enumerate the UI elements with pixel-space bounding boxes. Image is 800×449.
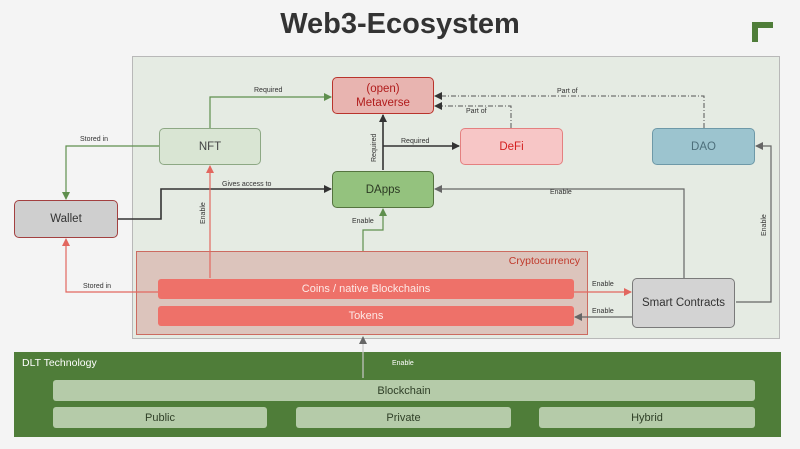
smart-contracts-node: Smart Contracts — [632, 278, 735, 328]
label-part-of-dao: Part of — [557, 88, 578, 95]
cryptocurrency-label: Cryptocurrency — [508, 255, 580, 267]
dlt-technology-label: DLT Technology — [22, 357, 97, 369]
metaverse-line1: (open) — [366, 82, 400, 95]
edge-smart-dapps — [434, 185, 685, 278]
label-enable-crypto-dapps: Enable — [352, 218, 374, 225]
edge-wallet-dapps — [118, 185, 332, 220]
edge-dao-metaverse — [434, 92, 705, 128]
hybrid-blockchain-bar: Hybrid — [539, 407, 755, 428]
label-stored-in-coins: Stored in — [83, 283, 112, 290]
private-blockchain-bar: Private — [296, 407, 511, 428]
wallet-node: Wallet — [14, 200, 118, 238]
label-enable-coins-nft: Enable — [200, 202, 207, 224]
label-enable-smart-tokens: Enable — [592, 308, 614, 315]
defi-node: DeFi — [460, 128, 563, 165]
label-required-defi: Required — [401, 138, 430, 145]
edge-crypto-dapps — [362, 208, 387, 251]
label-stored-in-nft: Stored in — [80, 136, 109, 143]
edge-smart-dao — [736, 142, 772, 303]
edge-nft-wallet — [62, 145, 159, 200]
dao-node: DAO — [652, 128, 755, 165]
metaverse-node: (open) Metaverse — [332, 77, 434, 114]
label-gives-access-to: Gives access to — [222, 181, 272, 188]
tokens-bar: Tokens — [158, 306, 574, 326]
dapps-node: DApps — [332, 171, 434, 208]
label-enable-dlt: Enable — [392, 360, 414, 367]
label-enable-coins-smart: Enable — [592, 281, 614, 288]
brand-logo-icon — [752, 22, 773, 42]
coins-native-blockchains-bar: Coins / native Blockchains — [158, 279, 574, 299]
label-required-dapps: Required — [371, 133, 378, 162]
label-enable-smart-dapps: Enable — [550, 189, 572, 196]
metaverse-line2: Metaverse — [356, 96, 410, 109]
edge-defi-metaverse — [434, 102, 512, 128]
label-required-nft: Required — [254, 87, 283, 94]
edge-coins-wallet — [62, 238, 158, 293]
public-blockchain-bar: Public — [53, 407, 267, 428]
page-title: Web3-Ecosystem — [280, 8, 520, 40]
nft-node: NFT — [159, 128, 261, 165]
edge-nft-metaverse — [209, 93, 332, 128]
label-part-of-defi: Part of — [466, 108, 487, 115]
blockchain-bar: Blockchain — [53, 380, 755, 401]
label-enable-smart-dao: Enable — [761, 214, 768, 236]
